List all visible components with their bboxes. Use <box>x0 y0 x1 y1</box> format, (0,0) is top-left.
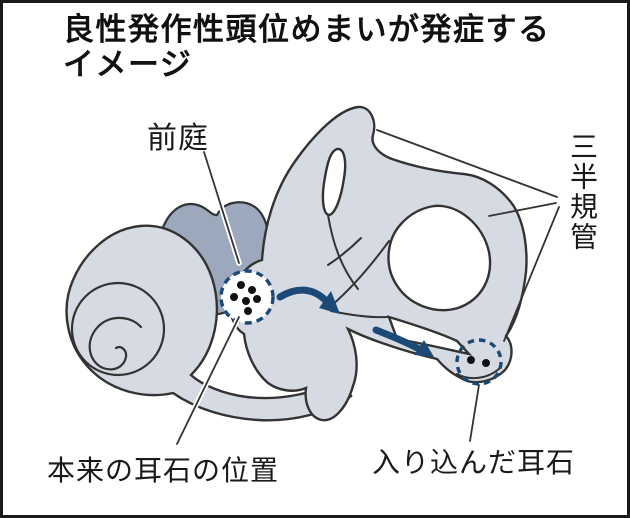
cochlea-shape <box>65 224 353 422</box>
arrow-icon <box>276 286 340 314</box>
leader-line-vestibule <box>203 151 240 264</box>
labyrinth-detail-lines <box>327 214 501 380</box>
displaced-otoliths-label: 入り込んだ耳石 <box>372 447 576 478</box>
leader-line-original-position <box>176 316 240 445</box>
diagram-title-line2: イメージ <box>63 47 193 82</box>
semicircular-canals-label: 三半規管 <box>567 132 598 252</box>
leader-lines <box>174 129 560 447</box>
dashed-circle-icon <box>219 269 275 325</box>
diagram-title-line1: 良性発作性頭位めまいが発症する <box>63 12 551 47</box>
leader-line-canal-top <box>376 129 558 198</box>
cochlea-whorl <box>70 281 166 377</box>
arrow-icon <box>372 326 434 357</box>
dashed-circle-icon <box>455 338 503 386</box>
displaced-otolith-marker <box>455 338 503 386</box>
original-otolith-marker <box>219 269 275 325</box>
otolith-flow-arrows <box>276 286 434 357</box>
otolith-dots <box>467 356 490 367</box>
leader-line-canal-middle <box>488 202 557 217</box>
cochlea-inner-curl <box>88 316 143 371</box>
diagram-title: 良性発作性頭位めまいが発症する イメージ <box>63 12 603 82</box>
semicircular-canals-shape <box>229 105 528 422</box>
vestibule-label: 前庭 <box>147 122 209 155</box>
original-otolith-position-label: 本来の耳石の位置 <box>47 455 280 486</box>
leader-line-canal-bottom <box>503 206 560 342</box>
leader-line-displaced <box>469 384 480 442</box>
otolith-dots <box>230 281 261 315</box>
